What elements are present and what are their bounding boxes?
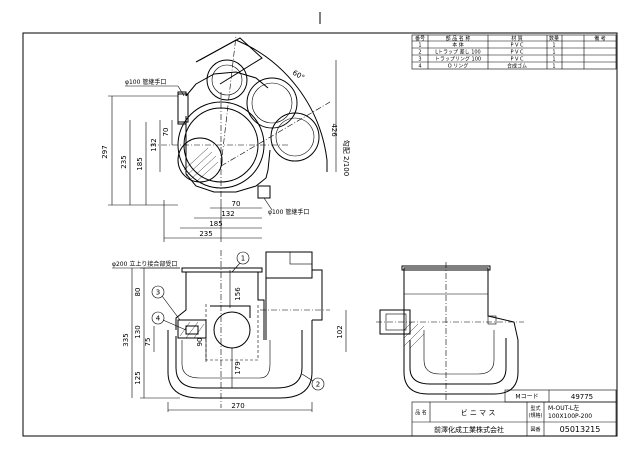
table-row-3-qty: 1 (552, 57, 555, 63)
dim-297: 297 (101, 145, 109, 158)
dim-156: 156 (234, 287, 242, 301)
trap-pipe-circle (213, 311, 251, 349)
side-outlet-stub (487, 315, 497, 325)
dim-235-v: 235 (120, 155, 128, 168)
dim-235-h: 235 (199, 230, 212, 238)
table-row-2-name: Lトラップ 差し 100 (435, 49, 481, 56)
table-row-4-qty: 1 (552, 64, 555, 70)
balloon-2: 2 (316, 381, 320, 389)
dim-75: 75 (144, 338, 152, 347)
parts-table: 番号 部 品 名 称 材 質 数量 備 考 1 本 体 P V C 1 2 Lト… (411, 34, 617, 70)
dim-70-v: 70 (162, 128, 170, 137)
table-header-name: 部 品 名 称 (446, 35, 471, 42)
side-view (376, 262, 524, 400)
plan-dimensions: 297 235 185 132 70 70 132 185 235 426 勾配… (101, 60, 351, 242)
table-row-1-name: 本 体 (452, 42, 464, 49)
table-row-1-qty: 1 (552, 43, 555, 49)
dim-132-v: 132 (150, 138, 158, 151)
dim-70-h: 70 (232, 200, 241, 208)
balloon-2-circle (311, 377, 325, 391)
table-row-1-number: 1 (418, 43, 421, 49)
drawing-frame (22, 32, 618, 437)
dim-179: 179 (234, 361, 242, 374)
table-row-4-name: O リング (448, 63, 469, 70)
table-row-3-material: P V C (510, 57, 524, 63)
balloon-3: 3 (156, 289, 160, 297)
mcode-label: Mコード (515, 394, 538, 401)
bottom-pipe-stub (257, 185, 271, 199)
plan-view: 297 235 185 132 70 70 132 185 235 426 勾配… (101, 35, 351, 242)
dim-90: 90 (196, 338, 204, 347)
title-block: Mコード 49775 品 名 ビ ニ マ ス 型式 (規格) M-OUT-L左 … (411, 389, 617, 437)
model-label-sub: (規格) (529, 412, 543, 419)
table-row-4-material: 合成ゴム (507, 63, 527, 70)
dim-185-v: 185 (136, 157, 144, 170)
front-view: 335 80 130 75 125 156 90 179 102 270 φ20… (112, 250, 347, 412)
table-header-number: 番号 (415, 35, 425, 42)
sector-outline (235, 39, 328, 172)
name-label: 品 名 (415, 409, 427, 416)
table-row-3-number: 3 (418, 57, 421, 63)
slope-label: 勾配 2/100 (342, 140, 351, 176)
table-row-4-number: 4 (418, 64, 421, 70)
balloon-4-circle (151, 311, 165, 325)
dim-270: 270 (231, 402, 244, 410)
table-header-qty: 数量 (549, 35, 559, 42)
inlet-rim (181, 267, 263, 273)
trap-circle (177, 137, 223, 183)
company-name: 前澤化成工業株式会社 (434, 425, 504, 434)
balloon-4: 4 (156, 315, 161, 323)
dim-132-h: 132 (221, 210, 234, 218)
table-header-material: 材 質 (511, 35, 523, 42)
table-row-1-material: P V C (510, 43, 524, 49)
outlet-pipe (265, 251, 313, 279)
dim-80: 80 (134, 288, 142, 297)
model-value-1: M-OUT-L左 (548, 404, 579, 412)
u-trap-inner (175, 330, 303, 389)
balloon-1: 1 (241, 255, 245, 263)
table-row-2-number: 2 (418, 50, 421, 56)
balloon-3-circle (151, 285, 165, 299)
plan-top-pipe-label: φ100 管継手口 (125, 78, 166, 86)
model-label: 型式 (530, 405, 540, 412)
table-header-note: 備 考 (594, 35, 606, 42)
side-body-outline (403, 267, 519, 395)
plan-bottom-pipe-label: φ100 管継手口 (268, 208, 309, 216)
table-row-2-material: P V C (510, 50, 524, 56)
table-row-3-name: トラップリング 100 (435, 56, 481, 63)
pipe-circle-right (270, 112, 320, 162)
dim-426: 426 (330, 123, 338, 137)
plan-body-outline (177, 71, 271, 193)
balloon-1-circle (236, 251, 250, 265)
dim-335: 335 (122, 333, 130, 346)
trap-ring (177, 319, 207, 339)
mcode-value: 49775 (571, 393, 593, 401)
drawing-no: 05013215 (560, 425, 601, 434)
front-inlet-label: φ200 立上り接合部受口 (112, 260, 177, 268)
inlet-body (175, 267, 265, 340)
dim-102: 102 (336, 325, 344, 338)
product-name: ビ ニ マ ス (461, 408, 496, 417)
u-trap-outer (167, 320, 313, 399)
pipe-circle-top (206, 59, 248, 101)
dim-185-h: 185 (209, 220, 222, 228)
table-row-2-qty: 1 (552, 50, 555, 56)
angle-label: 60° (291, 69, 306, 82)
drawing-no-label: 図番 (530, 426, 540, 433)
dim-125: 125 (134, 371, 142, 384)
dim-130: 130 (134, 325, 142, 338)
model-value-2: 100X100P-200 (548, 413, 592, 420)
pipe-circle-upper (246, 77, 298, 129)
